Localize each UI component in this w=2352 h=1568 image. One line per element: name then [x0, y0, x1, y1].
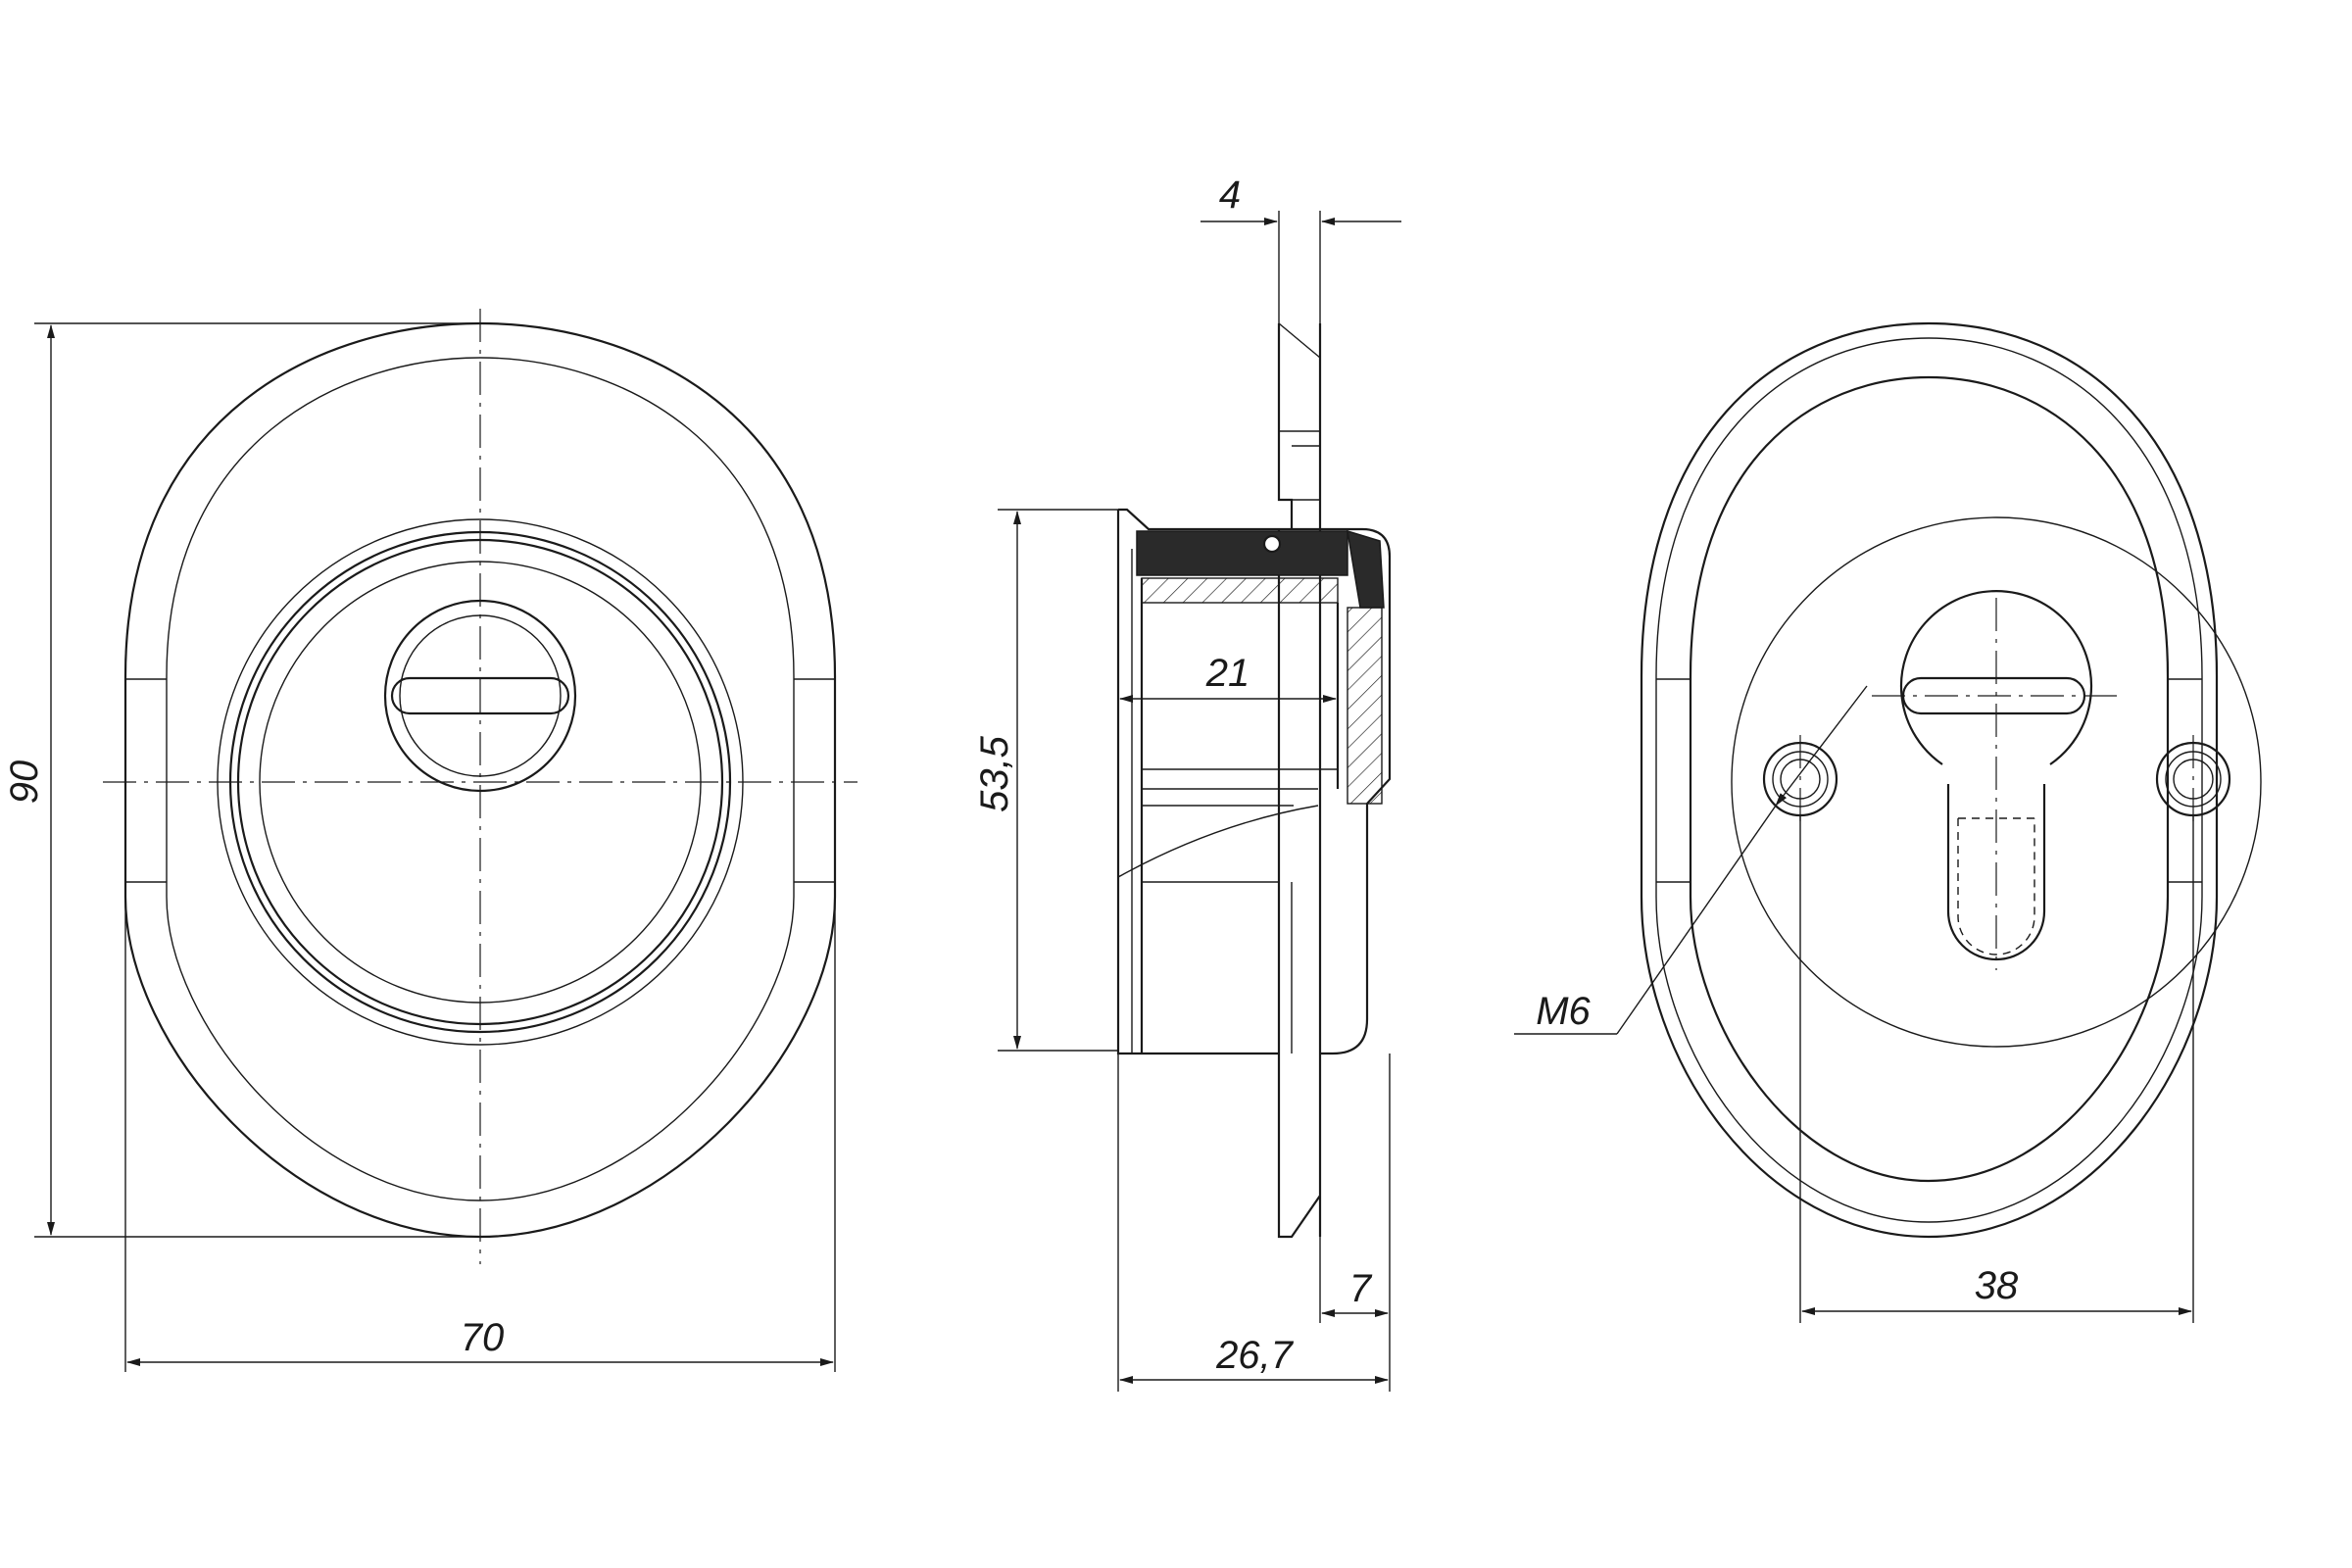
dim-label-21: 21	[1205, 652, 1250, 695]
section-mounting-plate	[1277, 323, 1322, 1239]
dim-label-53-5: 53,5	[973, 735, 1016, 812]
dim-label-70: 70	[461, 1316, 505, 1359]
rear-knob	[1899, 590, 2093, 765]
dim-label-38: 38	[1975, 1264, 2019, 1307]
plate-bevel-top	[1278, 322, 1321, 359]
section-view: 4 53,5 21 7 26,7	[973, 173, 1401, 1392]
front-view: 90 70	[3, 309, 858, 1372]
rear-ring	[1731, 516, 2262, 1048]
dim-label-4: 4	[1219, 173, 1241, 217]
dim-label-7: 7	[1349, 1267, 1373, 1310]
dim-label-26-7: 26,7	[1215, 1334, 1295, 1377]
section-hatch-top	[1141, 577, 1339, 604]
rear-view: M6 38	[1514, 321, 2262, 1323]
section-gasket-corner	[1347, 529, 1385, 609]
front-outer-contour	[123, 321, 837, 1239]
rear-cylinder-hidden-arc	[1957, 818, 2035, 956]
front-knob-slot	[390, 676, 570, 715]
section-break-curve	[1117, 805, 1319, 878]
section-pin	[1262, 534, 1282, 554]
rear-inner-contour	[1689, 375, 2170, 1183]
section-hatch-right	[1347, 607, 1383, 805]
section-gasket	[1136, 530, 1348, 576]
m6-leader-arrow	[1775, 685, 1868, 807]
dim-label-90: 90	[3, 760, 46, 805]
rear-mid-contour	[1655, 337, 2203, 1223]
rear-outer-contour	[1640, 321, 2219, 1239]
m6-leader	[1616, 805, 1777, 1035]
dim-label-m6: M6	[1536, 990, 1591, 1033]
